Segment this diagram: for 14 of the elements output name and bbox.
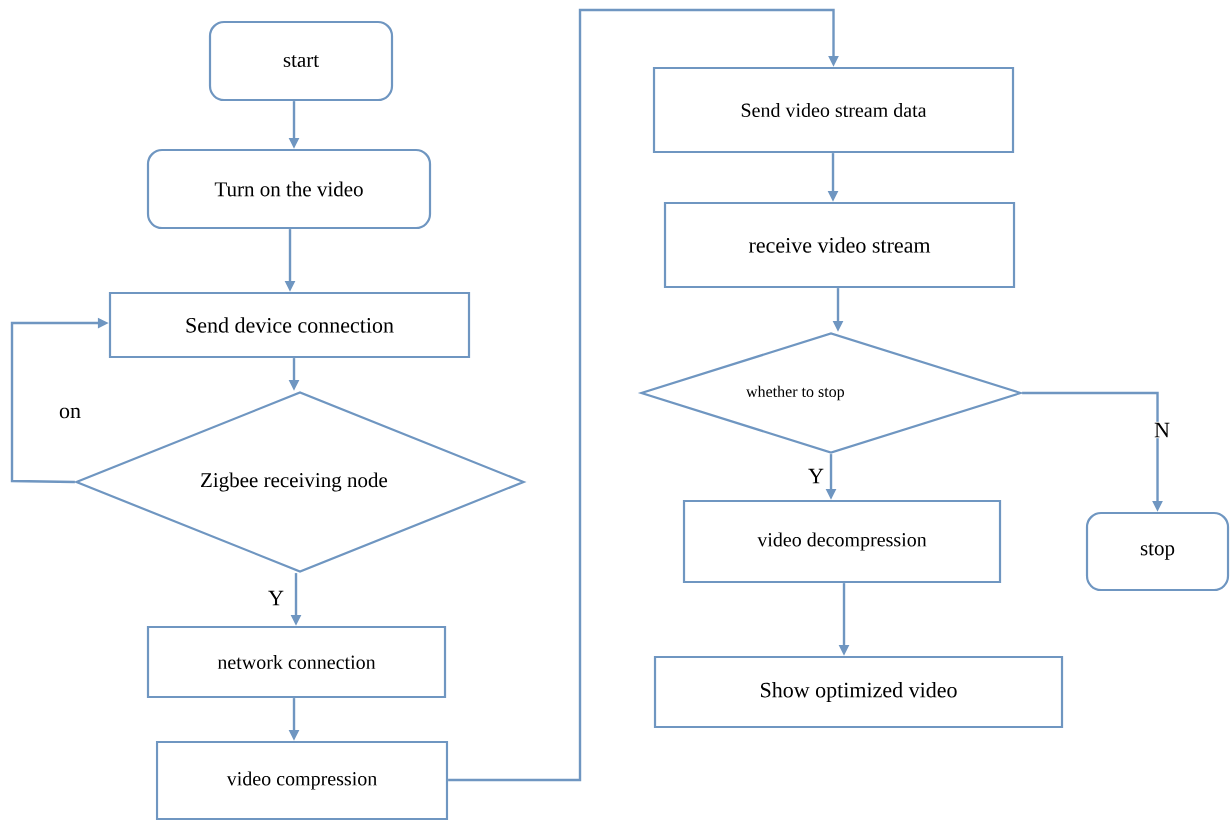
terminal-box: Turn on the video — [146, 148, 432, 230]
terminal-box: stop — [1085, 511, 1230, 592]
process-box: Send device connection — [108, 291, 471, 359]
process-box: Show optimized video — [653, 655, 1064, 729]
terminal-box: start — [208, 20, 394, 102]
edge-label: N — [1153, 421, 1171, 439]
process-box: network connection — [146, 625, 447, 699]
arrow — [448, 8, 839, 782]
process-box: video compression — [155, 740, 449, 820]
process-box: video decompression — [682, 499, 1002, 584]
edge-label: Y — [267, 589, 285, 607]
process-box: receive video stream — [663, 201, 1016, 289]
edge-label: Y — [807, 467, 825, 485]
process-box: Send video stream data — [652, 66, 1015, 154]
